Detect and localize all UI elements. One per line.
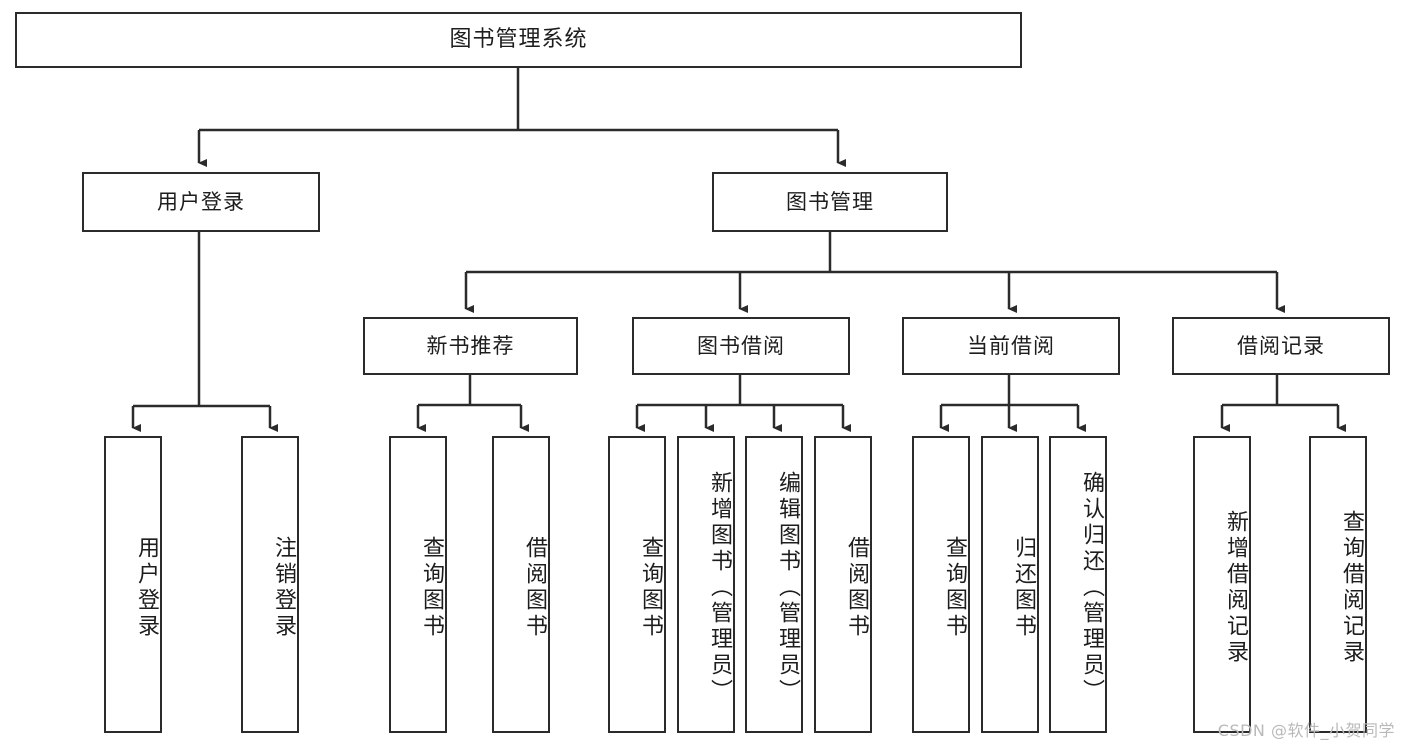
node-label: 确认归还（管理员） (1079, 470, 1104, 705)
leaf-borrow-book-recommend[interactable]: 借阅图书 (492, 436, 550, 733)
node-label: 借阅图书 (522, 535, 547, 640)
node-label: 用户登录 (134, 535, 159, 640)
leaf-query-book-current[interactable]: 查询图书 (912, 436, 970, 733)
node-label: 归还图书 (1011, 535, 1036, 640)
node-label: 借阅图书 (844, 535, 869, 640)
node-root-system[interactable]: 图书管理系统 (15, 12, 1022, 68)
node-label: 图书管理系统 (449, 27, 588, 53)
node-new-book-recommend[interactable]: 新书推荐 (363, 317, 578, 375)
leaf-logout[interactable]: 注销登录 (241, 436, 299, 733)
node-label: 图书管理 (786, 189, 874, 214)
node-label: 注销登录 (271, 535, 296, 640)
leaf-add-borrow-record[interactable]: 新增借阅记录 (1193, 436, 1251, 733)
leaf-return-book[interactable]: 归还图书 (981, 436, 1039, 733)
node-label: 查询图书 (942, 535, 967, 640)
leaf-add-book-admin[interactable]: 新增图书（管理员） (677, 436, 735, 733)
node-label: 图书借阅 (697, 333, 785, 358)
node-user-login[interactable]: 用户登录 (82, 172, 320, 232)
leaf-borrow-book[interactable]: 借阅图书 (814, 436, 872, 733)
node-label: 新增图书（管理员） (707, 470, 732, 705)
node-label: 借阅记录 (1237, 333, 1325, 358)
node-label: 用户登录 (157, 189, 245, 214)
node-book-borrow[interactable]: 图书借阅 (632, 317, 850, 375)
node-borrow-record[interactable]: 借阅记录 (1172, 317, 1390, 375)
node-label: 新增借阅记录 (1223, 509, 1248, 666)
node-label: 新书推荐 (426, 333, 515, 358)
node-label: 编辑图书（管理员） (775, 470, 800, 705)
leaf-query-book-borrow[interactable]: 查询图书 (608, 436, 666, 733)
node-book-manage[interactable]: 图书管理 (712, 172, 948, 232)
leaf-edit-book-admin[interactable]: 编辑图书（管理员） (745, 436, 803, 733)
node-label: 查询图书 (419, 535, 444, 640)
leaf-query-borrow-record[interactable]: 查询借阅记录 (1309, 436, 1367, 733)
node-label: 查询借阅记录 (1339, 509, 1364, 666)
csdn-watermark: CSDN @软件_小贺同学 (1217, 721, 1395, 740)
node-current-borrow[interactable]: 当前借阅 (902, 317, 1120, 375)
leaf-user-login[interactable]: 用户登录 (104, 436, 162, 733)
node-label: 查询图书 (638, 535, 663, 640)
leaf-confirm-return-admin[interactable]: 确认归还（管理员） (1049, 436, 1107, 733)
node-label: 当前借阅 (967, 333, 1055, 358)
leaf-query-book-recommend[interactable]: 查询图书 (389, 436, 447, 733)
